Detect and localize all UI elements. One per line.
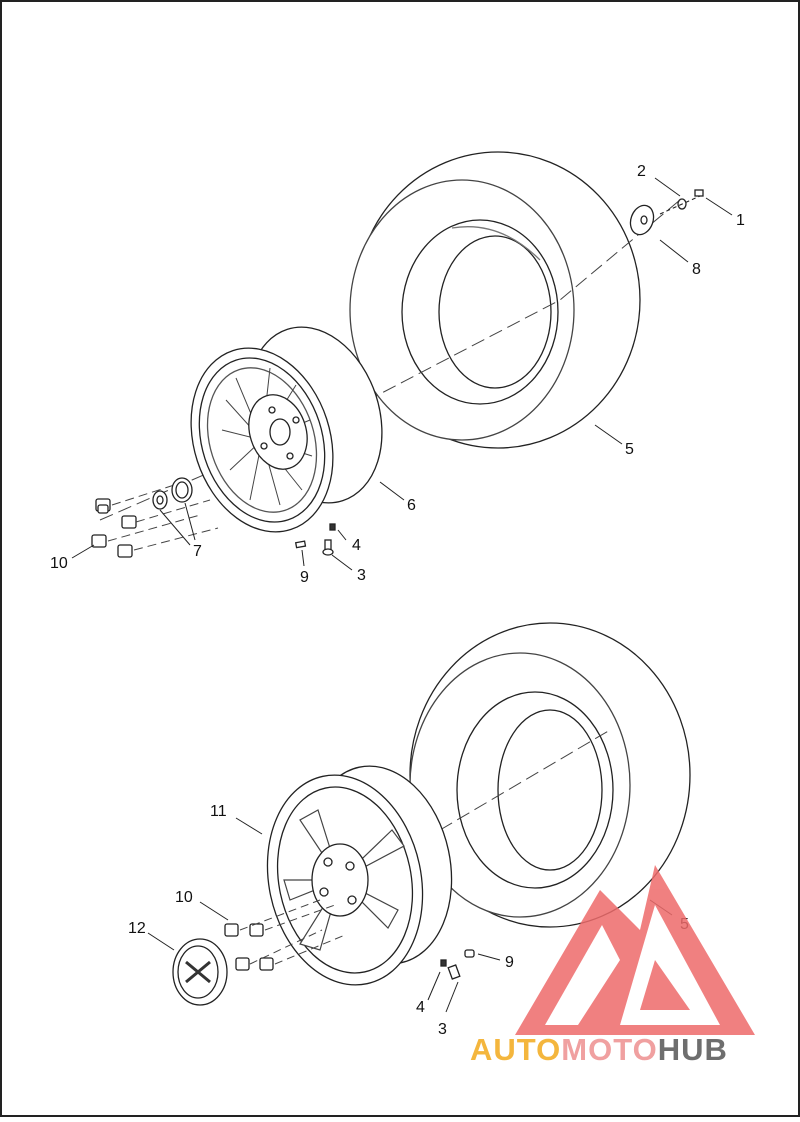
valve-parts-top (294, 523, 336, 556)
callout-12: 12 (128, 920, 146, 937)
callouts: 1 2 8 5 6 4 7 10 9 3 11 10 12 5 9 4 3 (50, 163, 745, 1038)
bottom-assembly (147, 622, 691, 1013)
lug-nuts-top (91, 479, 219, 558)
tire-bottom (409, 622, 691, 928)
callout-4-bottom: 4 (416, 999, 425, 1016)
wheel-bottom (266, 765, 453, 986)
brand-hub: HUB (657, 1032, 728, 1067)
callout-11: 11 (210, 803, 227, 820)
callout-9: 9 (300, 569, 309, 586)
brand-moto: MOTO (561, 1032, 658, 1067)
callout-7: 7 (193, 543, 202, 560)
callout-3-bottom: 3 (438, 1021, 447, 1038)
callout-10-bottom: 10 (175, 889, 193, 906)
brand-auto: AUTO (470, 1032, 562, 1067)
center-cap-bottom (172, 938, 228, 1006)
tire-top (349, 151, 641, 449)
callout-5: 5 (625, 441, 634, 458)
top-assembly (71, 151, 733, 571)
callout-4: 4 (352, 537, 361, 554)
wheel-top (190, 326, 383, 533)
watermark-logo-icon (515, 865, 755, 1035)
callout-8: 8 (692, 261, 701, 278)
callout-9-bottom: 9 (505, 954, 514, 971)
lug-nuts-bottom (224, 899, 346, 971)
washers-top (152, 477, 193, 510)
valve-parts-bottom (440, 949, 475, 980)
callout-2: 2 (637, 163, 646, 180)
leader-lines-top (71, 177, 733, 571)
callout-3: 3 (357, 567, 366, 584)
callout-10: 10 (50, 555, 68, 572)
callout-1: 1 (736, 212, 745, 229)
callout-6: 6 (407, 497, 416, 514)
watermark-brand: AUTOMOTOHUB (470, 1032, 790, 1074)
hub-cap-top (629, 189, 704, 236)
